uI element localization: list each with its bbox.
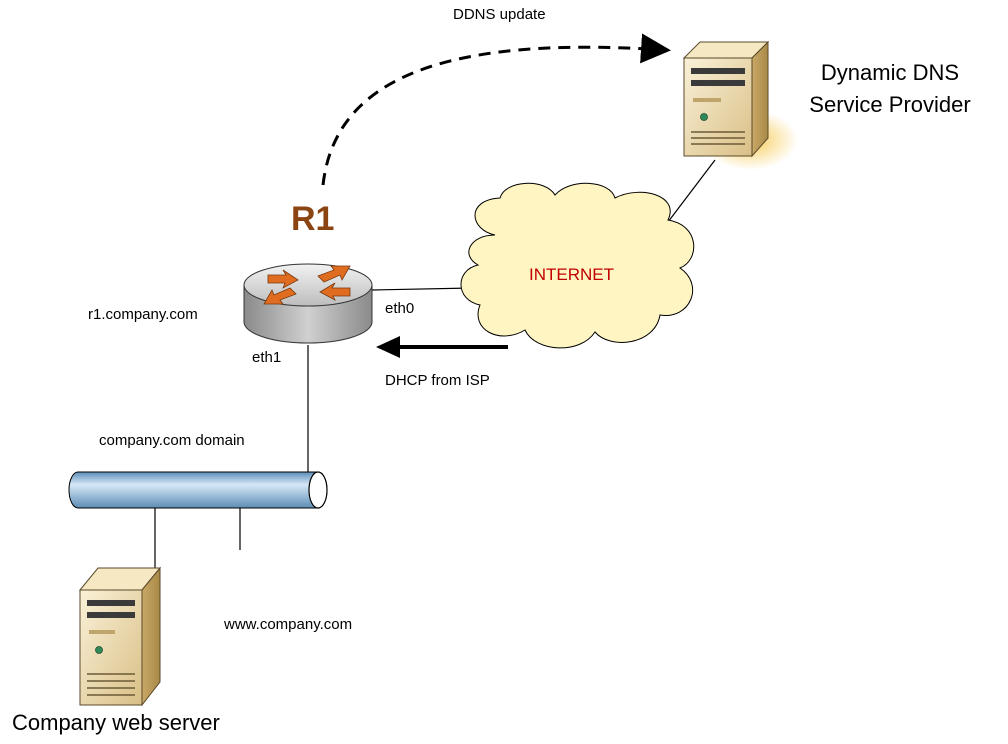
dhcp-label: DHCP from ISP: [385, 372, 490, 389]
web-server-icon: [78, 566, 162, 707]
dhcp-arrow: [376, 336, 508, 358]
provider-label-line2: Service Provider: [809, 92, 971, 117]
internet-label: INTERNET: [529, 265, 614, 284]
eth0-label: eth0: [385, 300, 415, 317]
network-bus-icon: [68, 471, 328, 509]
provider-label-line1: Dynamic DNS: [820, 60, 960, 85]
web-server-label: Company web server: [12, 710, 220, 735]
router-hostname: r1.company.com: [88, 306, 198, 323]
web-host-label: www.company.com: [224, 616, 353, 633]
link-provider-cloud: [667, 159, 716, 223]
ddns-update-arrow: [321, 33, 671, 186]
router-name: R1: [291, 200, 335, 238]
cloud-icon: [460, 182, 695, 349]
provider-server-icon: [682, 40, 798, 170]
link-router-cloud: [371, 287, 473, 291]
router-icon: [243, 263, 373, 344]
ddns-update-label: DDNS update: [453, 6, 546, 23]
domain-label: company.com domain: [99, 432, 245, 449]
eth1-label: eth1: [252, 349, 282, 366]
